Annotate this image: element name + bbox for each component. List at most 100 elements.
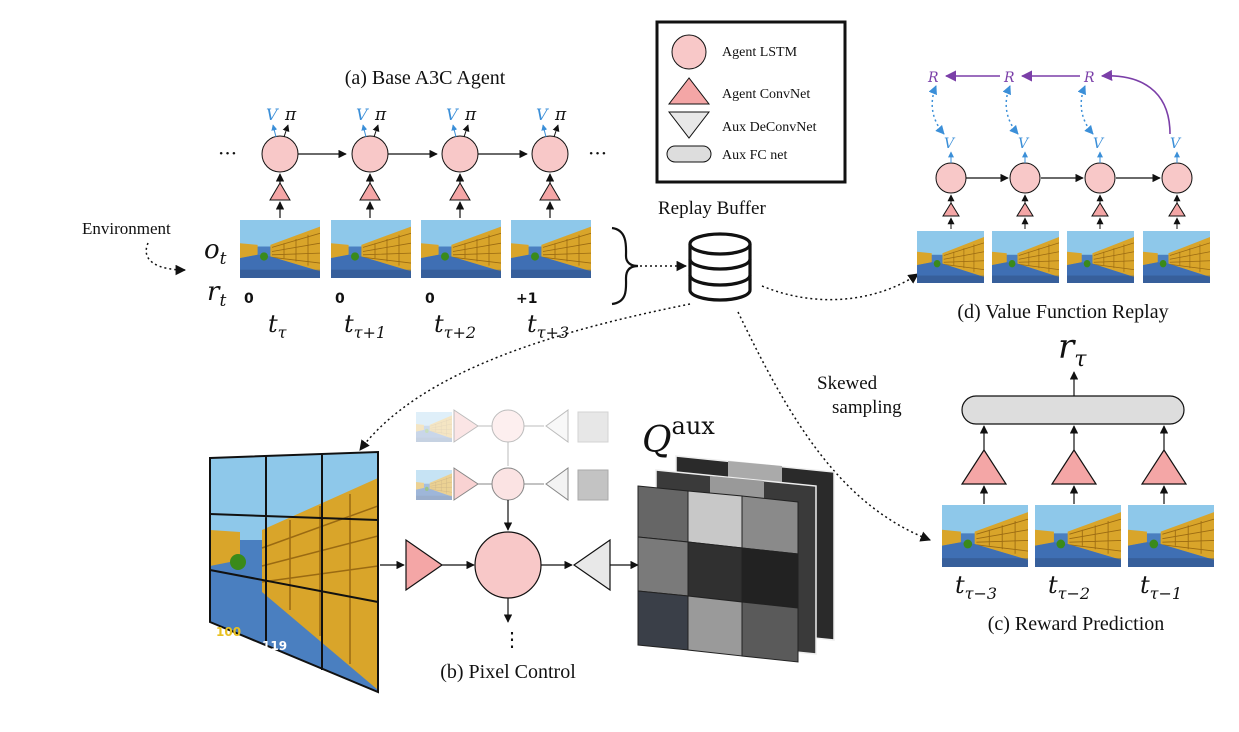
environment-arrow [145,242,187,276]
r-label: R [1003,70,1015,86]
game-frame [917,231,984,283]
v-arrow [541,124,548,138]
panel-d-value-function-replay: (d) Value Function Replay V R V R V R [917,69,1210,323]
game-frame [1128,505,1214,567]
game-frame [942,505,1028,567]
game-frame [1035,505,1121,567]
pi-arrow [372,124,380,138]
lstm-node [1009,162,1041,194]
buffer-to-reward-prediction-arrow [737,311,931,542]
legend-deconv-label: Aux DeConvNet [722,120,817,135]
legend-convnet-icon [667,77,711,105]
lstm-node [351,135,389,173]
rtau-label: rτ [1058,327,1087,372]
time-label: tτ+2 [434,310,476,342]
v-label: V [266,105,279,124]
panel-a-title: (a) Base A3C Agent [345,67,506,89]
lstm-node [441,135,479,173]
game-frame [1143,231,1210,283]
panel-c-reward-prediction: rτ tτ−3 tτ−2 tτ−1 (c) Reward Prediction [942,327,1214,635]
pi-label: π [464,105,477,125]
v-label: V [1093,136,1105,152]
legend-convnet-label: Agent ConvNet [722,87,810,102]
lstm-node [1161,162,1193,194]
legend-box: Agent LSTM Agent ConvNet Aux DeConvNet A… [655,20,847,184]
game-frame [240,220,320,278]
time-label: tτ [268,310,288,342]
panel-c-title: (c) Reward Prediction [988,613,1165,635]
time-label: tτ+1 [344,310,386,342]
reward-value: 0 [335,291,345,307]
sampling-label: sampling [832,397,902,418]
v-label: V [1018,136,1030,152]
replay-buffer-label: Replay Buffer [658,198,766,219]
game-frame [421,220,501,278]
time-label: tτ−3 [955,571,997,603]
v-label: V [356,105,369,124]
q-map-front [637,485,799,663]
v-label: V [944,136,956,152]
v-to-r-dotted [1002,85,1019,135]
convnet-node [1050,448,1098,485]
reward-value: 0 [425,291,435,307]
v-to-r-dotted [928,85,945,135]
game-frame [1067,231,1134,283]
hud-ammo: 119 [262,639,287,653]
faded-agent-stack [416,409,609,443]
legend-fc-label: Aux FC net [722,148,787,163]
buffer-to-value-replay-arrow [761,273,919,301]
reward-value: +1 [516,291,537,307]
lstm-node [1084,162,1116,194]
panel-d-title: (d) Value Function Replay [957,301,1168,323]
pixel-grid-frame: 100 119 [209,450,379,694]
brace [611,226,639,306]
faded-agent-stack [416,467,609,501]
v-label: V [536,105,549,124]
panel-b-pixel-control: 100 119 ⋮ [209,409,835,694]
skewed-label: Skewed [817,373,878,394]
pi-arrow [282,124,290,138]
convnet-node [1168,202,1186,217]
game-frame [511,220,591,278]
convnet-node [942,202,960,217]
deconv-node [572,538,611,592]
panel-a-base-a3c: (a) Base A3C Agent ··· ··· V π V π [82,67,639,342]
reward-value: 0 [244,291,254,307]
v-label: V [446,105,459,124]
convnet-node [960,448,1008,485]
a3c-timestep: V π [331,105,411,278]
lstm-node [261,135,299,173]
convnet-node [359,182,381,201]
ellipsis-right: ··· [588,141,607,165]
lstm-node [935,162,967,194]
time-label: tτ+3 [527,310,569,342]
a3c-timestep: V π [421,105,501,278]
v-arrow [271,124,278,138]
convnet-node [405,538,444,592]
panel-b-title: (b) Pixel Control [440,661,576,683]
q-aux-maps: Qaux [637,412,835,663]
a3c-timestep: V π [240,105,320,278]
obs-label: ot [204,235,227,269]
bootstrap-arrow [1100,69,1171,135]
reward-label: rt [207,277,226,311]
r-label: R [927,70,939,86]
pi-arrow [552,124,560,138]
convnet-node [539,182,561,201]
convnet-node [1016,202,1034,217]
v-label: V [1170,136,1182,152]
v-to-r-dotted [1077,85,1094,135]
pi-label: π [284,105,297,125]
lstm-node [531,135,569,173]
database-icon [688,232,752,302]
vertical-ellipsis: ⋮ [502,627,522,651]
legend-fc-icon [666,145,712,163]
pi-label: π [374,105,387,125]
convnet-node [269,182,291,201]
legend-deconv-icon [667,111,711,139]
q-aux-label: Qaux [642,412,715,461]
time-label: tτ−1 [1140,571,1182,603]
convnet-node [1091,202,1109,217]
a3c-timestep: V π [511,105,591,278]
aux-fc-node [961,395,1185,425]
